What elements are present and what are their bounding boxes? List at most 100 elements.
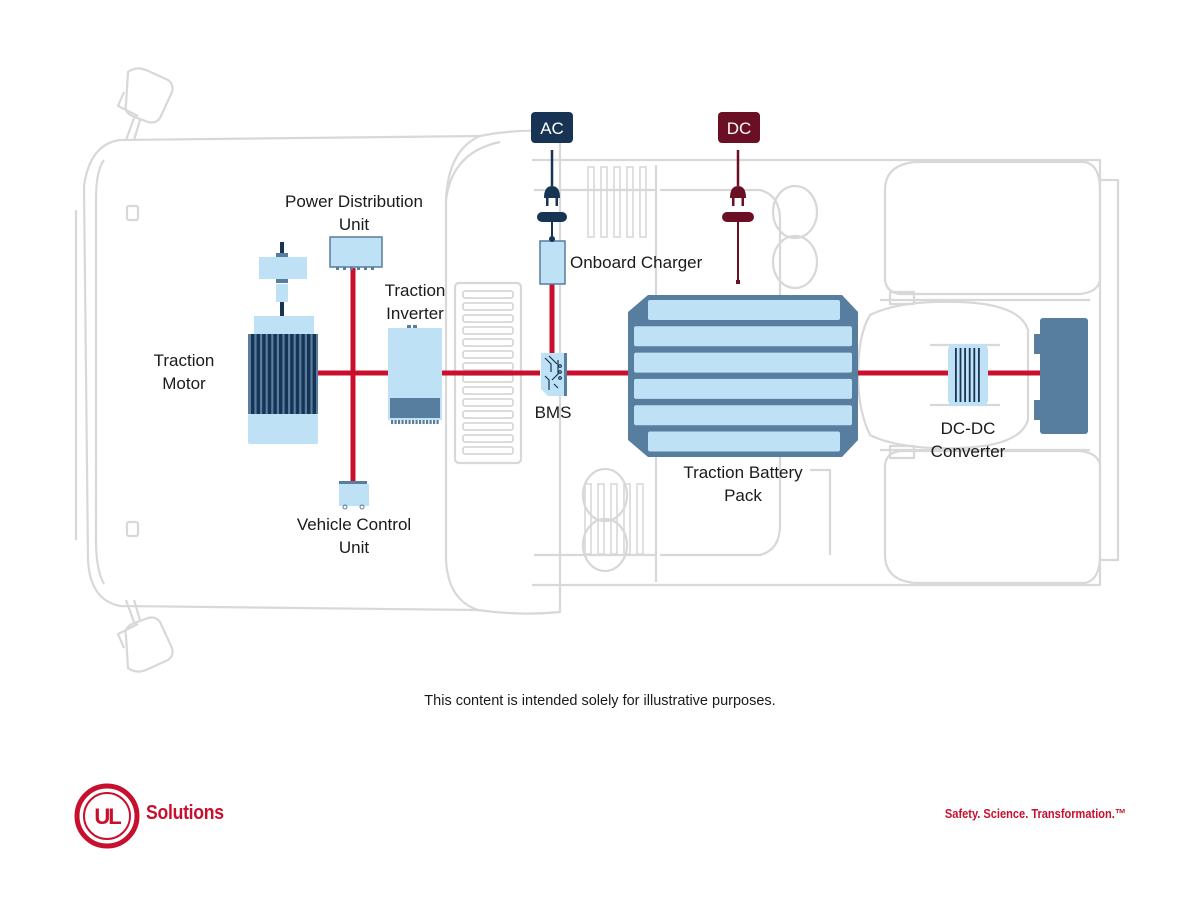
- grille-slat: [462, 302, 514, 311]
- pdu-pin: [336, 267, 339, 270]
- battery-label-line2: Pack: [724, 486, 762, 505]
- grille-slat: [462, 422, 514, 431]
- dcdc-fin: [964, 348, 966, 402]
- grille-slat: [462, 374, 514, 383]
- grille-slat: [462, 446, 514, 455]
- mirror-bottom: [116, 599, 174, 673]
- inverter-pin: [394, 420, 397, 424]
- motor-fin: [267, 334, 272, 414]
- ac-label: AC: [540, 119, 564, 138]
- fin: [584, 483, 592, 555]
- dcdc-fin: [973, 348, 976, 402]
- ac-charging-input[interactable]: AC: [531, 112, 573, 242]
- pdu-pin: [357, 267, 360, 270]
- battery-module: [648, 431, 840, 452]
- inverter-pin: [405, 420, 408, 424]
- dc-charging-input[interactable]: DC: [718, 112, 760, 284]
- bms-label: BMS: [535, 403, 572, 422]
- bms[interactable]: [541, 353, 567, 396]
- dcdc-fin: [955, 348, 957, 402]
- label-dc-dc-converter: DC-DC Converter: [931, 419, 1006, 461]
- grille-slats: [462, 290, 514, 455]
- motor-fin: [273, 334, 277, 414]
- traction-motor-label-line2: Motor: [162, 374, 206, 393]
- motor-fin: [279, 334, 283, 414]
- auxiliary-battery[interactable]: [1034, 318, 1088, 434]
- dcdc-fin: [959, 348, 962, 402]
- inverter-pin: [426, 420, 429, 424]
- dc-badge[interactable]: [718, 112, 760, 143]
- grille-slat: [462, 410, 514, 419]
- battery-module: [634, 405, 852, 426]
- dc-label: DC: [727, 119, 752, 138]
- inverter-pin: [408, 420, 411, 424]
- battery-module: [648, 300, 840, 320]
- inverter-pin: [422, 420, 425, 424]
- onboard-charger[interactable]: [539, 240, 566, 285]
- label-traction-battery-pack: Traction Battery Pack: [683, 463, 803, 505]
- inverter-pin: [412, 420, 415, 424]
- label-traction-inverter: Traction Inverter: [385, 281, 446, 323]
- inverter-pin: [398, 420, 401, 424]
- pdu-label-line1: Power Distribution: [285, 192, 423, 211]
- traction-motor[interactable]: [248, 242, 318, 444]
- motor-fin: [312, 334, 316, 414]
- fin: [600, 166, 608, 238]
- fin: [639, 166, 647, 238]
- ac-plug-icon: [537, 186, 567, 242]
- grille-slat: [462, 290, 514, 299]
- pdu-pin: [371, 267, 374, 270]
- inverter-label-line1: Traction: [385, 281, 446, 300]
- truck-outline: [74, 67, 1120, 673]
- inverter-pin: [401, 420, 404, 424]
- dcdc-label-line2: Converter: [931, 442, 1006, 461]
- battery-label-line1: Traction Battery: [683, 463, 803, 482]
- mirror-top: [116, 67, 174, 141]
- fin: [626, 166, 634, 238]
- grille-slat: [462, 350, 514, 359]
- dc-plug-icon: [722, 186, 754, 284]
- logo-text: Solutions: [146, 802, 224, 824]
- pdu-pin: [343, 267, 346, 270]
- inverter-pin: [436, 420, 439, 424]
- dc-dc-converter[interactable]: [948, 344, 988, 406]
- battery-module: [634, 352, 852, 373]
- motor-fin: [301, 334, 305, 414]
- fin: [623, 483, 631, 555]
- grille-slat: [462, 314, 514, 323]
- motor-fin: [295, 334, 300, 414]
- ac-badge[interactable]: [531, 112, 573, 143]
- grille-slat: [462, 434, 514, 443]
- onboard-charger-label: Onboard Charger: [570, 253, 703, 272]
- traction-motor-label-line1: Traction: [154, 351, 215, 370]
- traction-inverter[interactable]: [388, 325, 442, 424]
- pdu-label-line2: Unit: [339, 215, 370, 234]
- label-vehicle-control-unit: Vehicle Control Unit: [297, 515, 411, 557]
- inverter-pin: [429, 420, 432, 424]
- pdu-pin: [350, 267, 353, 270]
- inverter-label-line2: Inverter: [386, 304, 444, 323]
- vehicle-control-unit[interactable]: [339, 481, 369, 510]
- pdu-pin: [364, 267, 367, 270]
- inverter-pin: [419, 420, 422, 424]
- upper-fins: [587, 166, 647, 238]
- fin: [636, 483, 644, 555]
- disclaimer-text: This content is intended solely for illu…: [424, 693, 776, 709]
- motor-fin: [251, 334, 255, 414]
- dcdc-label-line1: DC-DC: [941, 419, 996, 438]
- traction-battery-pack[interactable]: [628, 295, 858, 457]
- ul-logo-mark: UL: [94, 804, 121, 829]
- dcdc-fin: [968, 348, 971, 402]
- vcu-label-line2: Unit: [339, 538, 370, 557]
- inverter-pin: [391, 420, 394, 424]
- inverter-pin: [433, 420, 436, 424]
- grille-slat: [462, 386, 514, 395]
- power-distribution-unit[interactable]: [329, 236, 383, 270]
- vcu-label-line1: Vehicle Control: [297, 515, 411, 534]
- label-power-distribution-unit: Power Distribution Unit: [285, 192, 423, 234]
- grille-slat: [462, 398, 514, 407]
- motor-fin: [307, 334, 311, 414]
- ul-logo[interactable]: UL: [74, 783, 244, 849]
- fin: [587, 166, 595, 238]
